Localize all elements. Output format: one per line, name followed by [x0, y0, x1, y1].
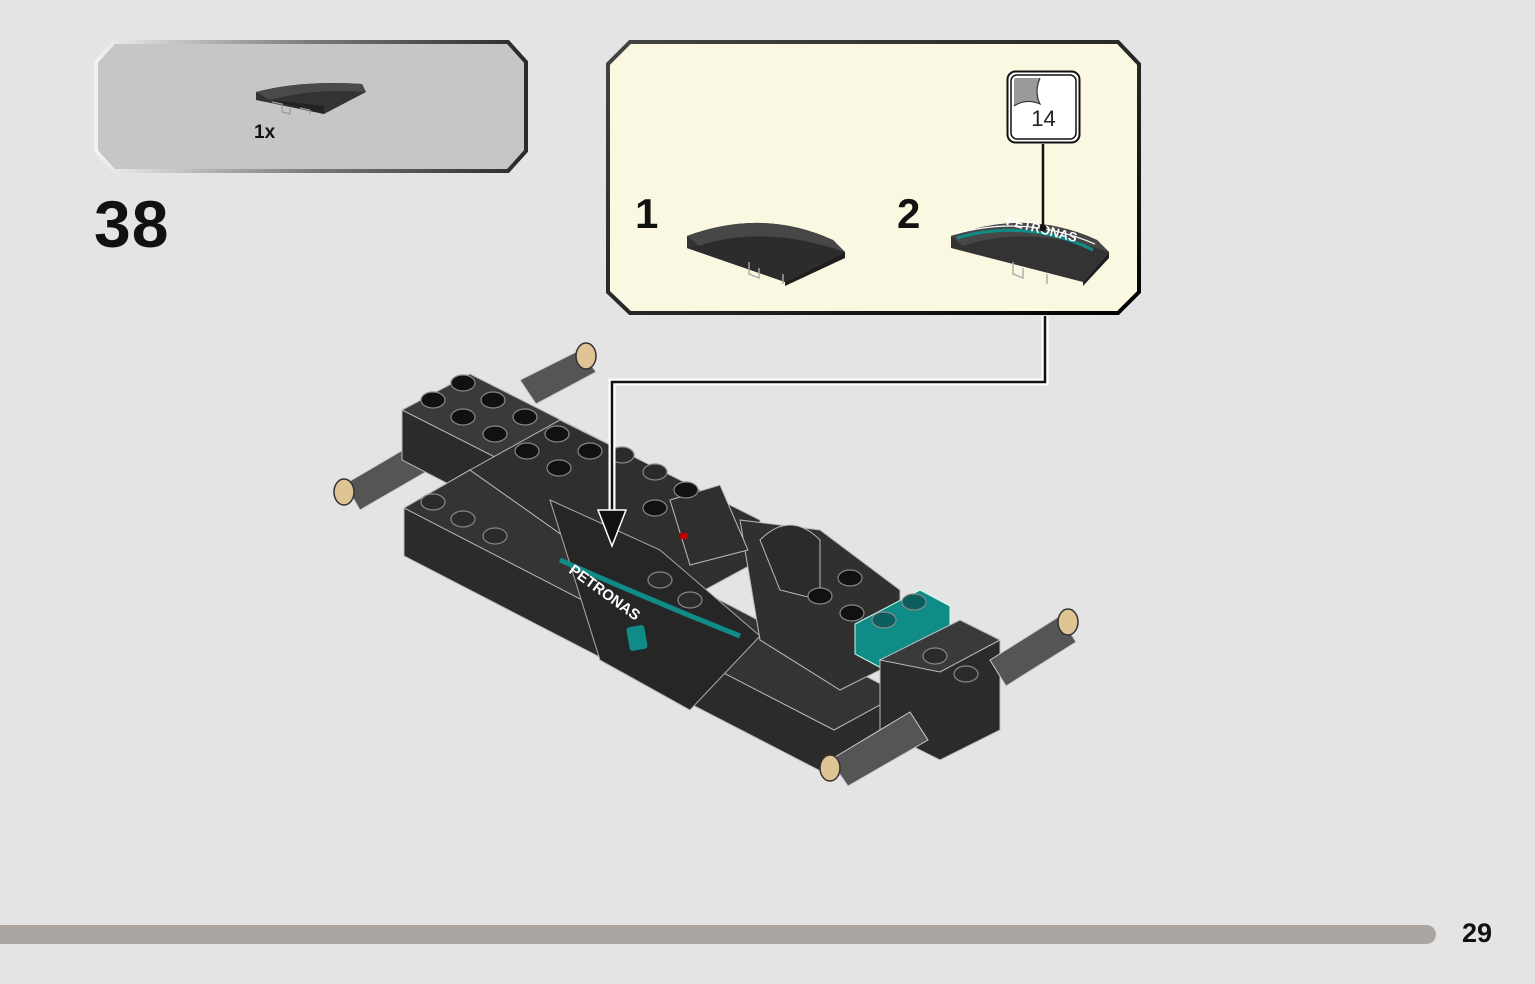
- sticker-number: 14: [1031, 106, 1056, 131]
- sticker-leader-dot: [1039, 224, 1047, 232]
- part-quantity: 1x: [254, 122, 276, 143]
- placement-arrow: [596, 316, 1049, 549]
- sticker-sheet-icon: [1006, 70, 1081, 144]
- sub-step-2-label: 2: [897, 190, 921, 237]
- progress-bar: [0, 925, 1436, 944]
- step-number: 38: [94, 187, 170, 261]
- front-axle: [819, 608, 1079, 787]
- sub-step-1-label: 1: [635, 190, 659, 237]
- stud-grid: [420, 374, 979, 683]
- curved-slope-black-icon: [256, 83, 366, 115]
- page-number: 29: [1462, 918, 1493, 948]
- curved-slope-plain-icon: [687, 222, 845, 286]
